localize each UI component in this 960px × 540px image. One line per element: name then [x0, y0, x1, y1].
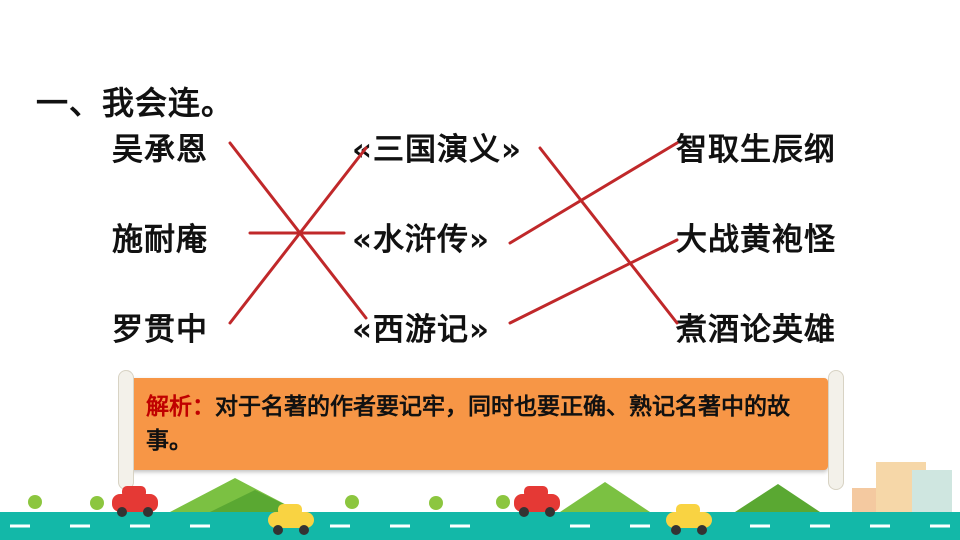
- hill: [735, 484, 820, 512]
- analysis-note-box: [128, 378, 828, 470]
- tree: [429, 496, 443, 510]
- author-shi-naian: 施耐庵: [112, 222, 208, 258]
- line-water-margin-to-birthday-gifts: [508, 141, 679, 245]
- road: [0, 512, 960, 540]
- analysis-heading: 解析：: [146, 394, 215, 420]
- tree: [345, 495, 359, 509]
- book-journey-west: «西游记»: [352, 312, 491, 348]
- building: [912, 470, 952, 512]
- story-yellow-robe-monster: 大战黄袍怪: [676, 222, 836, 258]
- line-three-kingdoms-to-heroes: [538, 146, 679, 325]
- hill: [210, 490, 300, 512]
- exercise-title: 一、我会连。: [36, 84, 235, 122]
- hill: [560, 482, 650, 512]
- scroll-roll-right: [828, 370, 844, 490]
- book-romance-three-kingdoms: «三国演义»: [352, 132, 523, 168]
- tree: [496, 495, 510, 509]
- line-luo-to-three-kingdoms: [228, 146, 368, 325]
- analysis-body: 对于名著的作者要记牢，同时也要正确、熟记名著中的故事。: [146, 394, 790, 454]
- story-discussing-heroes: 煮酒论英雄: [676, 312, 836, 348]
- book-water-margin: «水浒传»: [352, 222, 491, 258]
- building: [852, 488, 876, 512]
- yellow-car: [268, 504, 314, 535]
- analysis-text: 解析：对于名著的作者要记牢，同时也要正确、熟记名著中的故事。: [146, 390, 826, 458]
- author-luo-guanzhong: 罗贯中: [112, 312, 208, 348]
- story-birthday-gifts: 智取生辰纲: [676, 132, 836, 168]
- line-wu-to-journey: [228, 141, 368, 320]
- tree: [28, 495, 42, 509]
- tree: [90, 496, 104, 510]
- line-journey-to-yellow-robe: [508, 238, 679, 325]
- author-wu-chengen: 吴承恩: [112, 132, 208, 168]
- red-car: [514, 486, 560, 517]
- yellow-car: [666, 504, 712, 535]
- scroll-roll-left: [118, 370, 134, 490]
- red-car: [112, 486, 158, 517]
